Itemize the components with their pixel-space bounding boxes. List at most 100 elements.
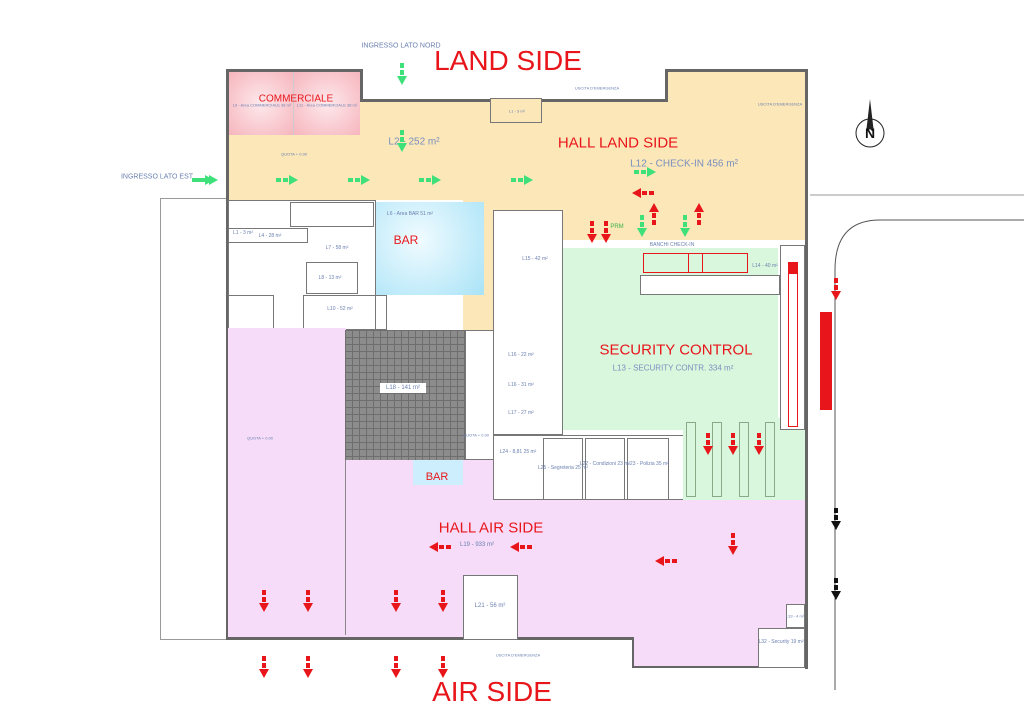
room-l1-small-label: L1 - 3 m² [232, 230, 254, 236]
corridor [465, 330, 495, 460]
checkin-desk-2[interactable] [688, 253, 748, 273]
flow-arrow-icon [392, 130, 410, 152]
room-l3 [290, 202, 374, 227]
room-l17-label: L17 - 27 m² [508, 410, 534, 416]
flow-arrow-icon [510, 537, 532, 555]
flow-arrow-icon [596, 221, 614, 243]
flow-arrow-icon [646, 203, 664, 225]
quota-label: QUOTA + 0.00 [462, 432, 490, 438]
hall-air-side-label: HALL AIR SIDE [438, 519, 544, 537]
red-barrier [820, 312, 832, 410]
flow-arrow-icon [348, 172, 370, 190]
flow-arrow-icon [298, 656, 316, 678]
flow-arrow-icon [433, 656, 451, 678]
north-label: N [864, 125, 876, 141]
flow-arrow-icon [675, 215, 693, 237]
flow-arrow-icon [254, 590, 272, 612]
hall-air-side-area [228, 460, 493, 640]
prm-label: PRM [610, 224, 624, 230]
room-l11-label: L11 - Area COMMERCIALE 38 m² [296, 102, 358, 108]
room-l25-label: L25 - Segreteria 25 m² [537, 465, 589, 471]
room-l33-label: L33 - 4 m² [785, 613, 805, 619]
flow-arrow-icon [632, 215, 650, 237]
emergency-exit-label: USCITA D'EMERGENZA [495, 652, 541, 658]
flow-arrow-icon [298, 590, 316, 612]
security-lane [686, 422, 696, 497]
flow-arrow-icon [254, 656, 272, 678]
hall-land-side-area-ne [665, 72, 805, 102]
security-control-label: SECURITY CONTROL [599, 341, 753, 359]
commerciale-label: COMMERCIALE [258, 93, 334, 105]
flow-arrow-icon [655, 551, 677, 569]
flow-arrow-icon [698, 433, 716, 455]
wall [665, 69, 668, 102]
room-l6-label: L6 - Area BAR 51 m² [386, 211, 434, 217]
flow-arrow-icon [723, 533, 741, 555]
flow-arrow-icon [634, 164, 656, 182]
room-l22 [585, 438, 625, 500]
room-l24-label: L24 - 8,81 25 m² [499, 449, 537, 455]
room-l16b-label: L16 - 31 m² [508, 382, 534, 388]
wall [805, 69, 808, 669]
flow-arrow-icon [276, 172, 298, 190]
flow-arrow-icon [429, 537, 451, 555]
room-l12-label: L12 - CHECK-IN 456 m² [630, 158, 738, 170]
flow-arrow-icon [826, 278, 844, 300]
offices-block [493, 435, 693, 500]
room-l18-label: L18 - 141 m² [385, 385, 421, 391]
flow-arrow-icon [196, 172, 218, 190]
flow-arrow-icon [511, 172, 533, 190]
commerciale-l9 [229, 72, 294, 135]
baggage-belt-head [788, 262, 798, 274]
emergency-exit-label: USCITA D'EMERGENZA [757, 101, 803, 107]
flow-arrow-icon [826, 508, 844, 530]
room-l22-label: L22 - Condizioni 23 m² [579, 461, 631, 467]
security-lane [739, 422, 749, 497]
security-lane [765, 422, 775, 497]
checkin-area [560, 200, 805, 240]
room-l13-label: L13 - SECURITY CONTR. 334 m² [612, 363, 734, 373]
wc-offices-block [493, 210, 563, 435]
hall-air-side-area-east [493, 500, 805, 640]
room-l16-label: L16 - 22 m² [508, 352, 534, 358]
bar-label: BAR [393, 233, 419, 247]
room-l19-label: L19 - 933 m² [459, 542, 495, 548]
wall [226, 637, 634, 640]
room-l32 [758, 628, 805, 668]
partition [345, 460, 346, 635]
flow-arrow-icon [723, 433, 741, 455]
quota-label: QUOTA + 0.00 [280, 151, 308, 157]
bar-air-area [413, 460, 463, 485]
checkin-desk-1[interactable] [643, 253, 703, 273]
room-l14-label: L14 - 40 m² [752, 263, 778, 269]
flow-arrow-icon [826, 578, 844, 600]
room-l2-label: L2 - 252 m² [388, 136, 440, 148]
baggage-belt [788, 262, 798, 427]
bar-air-label: BAR [425, 471, 449, 483]
room-l10-label: L10 - 52 m² [327, 306, 353, 312]
flow-arrow-icon [386, 590, 404, 612]
flow-arrow-icon [392, 63, 410, 85]
air-side-label: AIR SIDE [432, 676, 552, 707]
hall-land-side-label: HALL LAND SIDE [557, 134, 679, 152]
room-l1-label: L1 - 3 m² [508, 108, 526, 114]
room-l21 [463, 575, 518, 640]
room-l4 [228, 228, 308, 243]
quota-label: QUOTA + 0.00 [246, 435, 274, 441]
commerciale-l11 [294, 72, 360, 135]
room-l23-label: L23 - Polizia 35 m² [627, 461, 669, 467]
room-l1 [490, 98, 542, 123]
bar-area [376, 202, 484, 295]
flow-arrow-icon [419, 172, 441, 190]
emergency-exit-label: USCITA D'EMERGENZA [574, 85, 620, 91]
room-l9-label: L9 - Area COMMERCIALE 38 m² [232, 102, 292, 108]
room-l10 [303, 295, 387, 330]
flow-arrow-icon [386, 656, 404, 678]
room-l33 [786, 604, 805, 628]
wall [360, 69, 363, 102]
room-l7-label: L7 - 58 m² [325, 245, 349, 251]
checkin-desks-label: BANCHI CHECK-IN [649, 242, 695, 248]
service-rooms [228, 200, 376, 330]
security-lanes [683, 418, 805, 500]
